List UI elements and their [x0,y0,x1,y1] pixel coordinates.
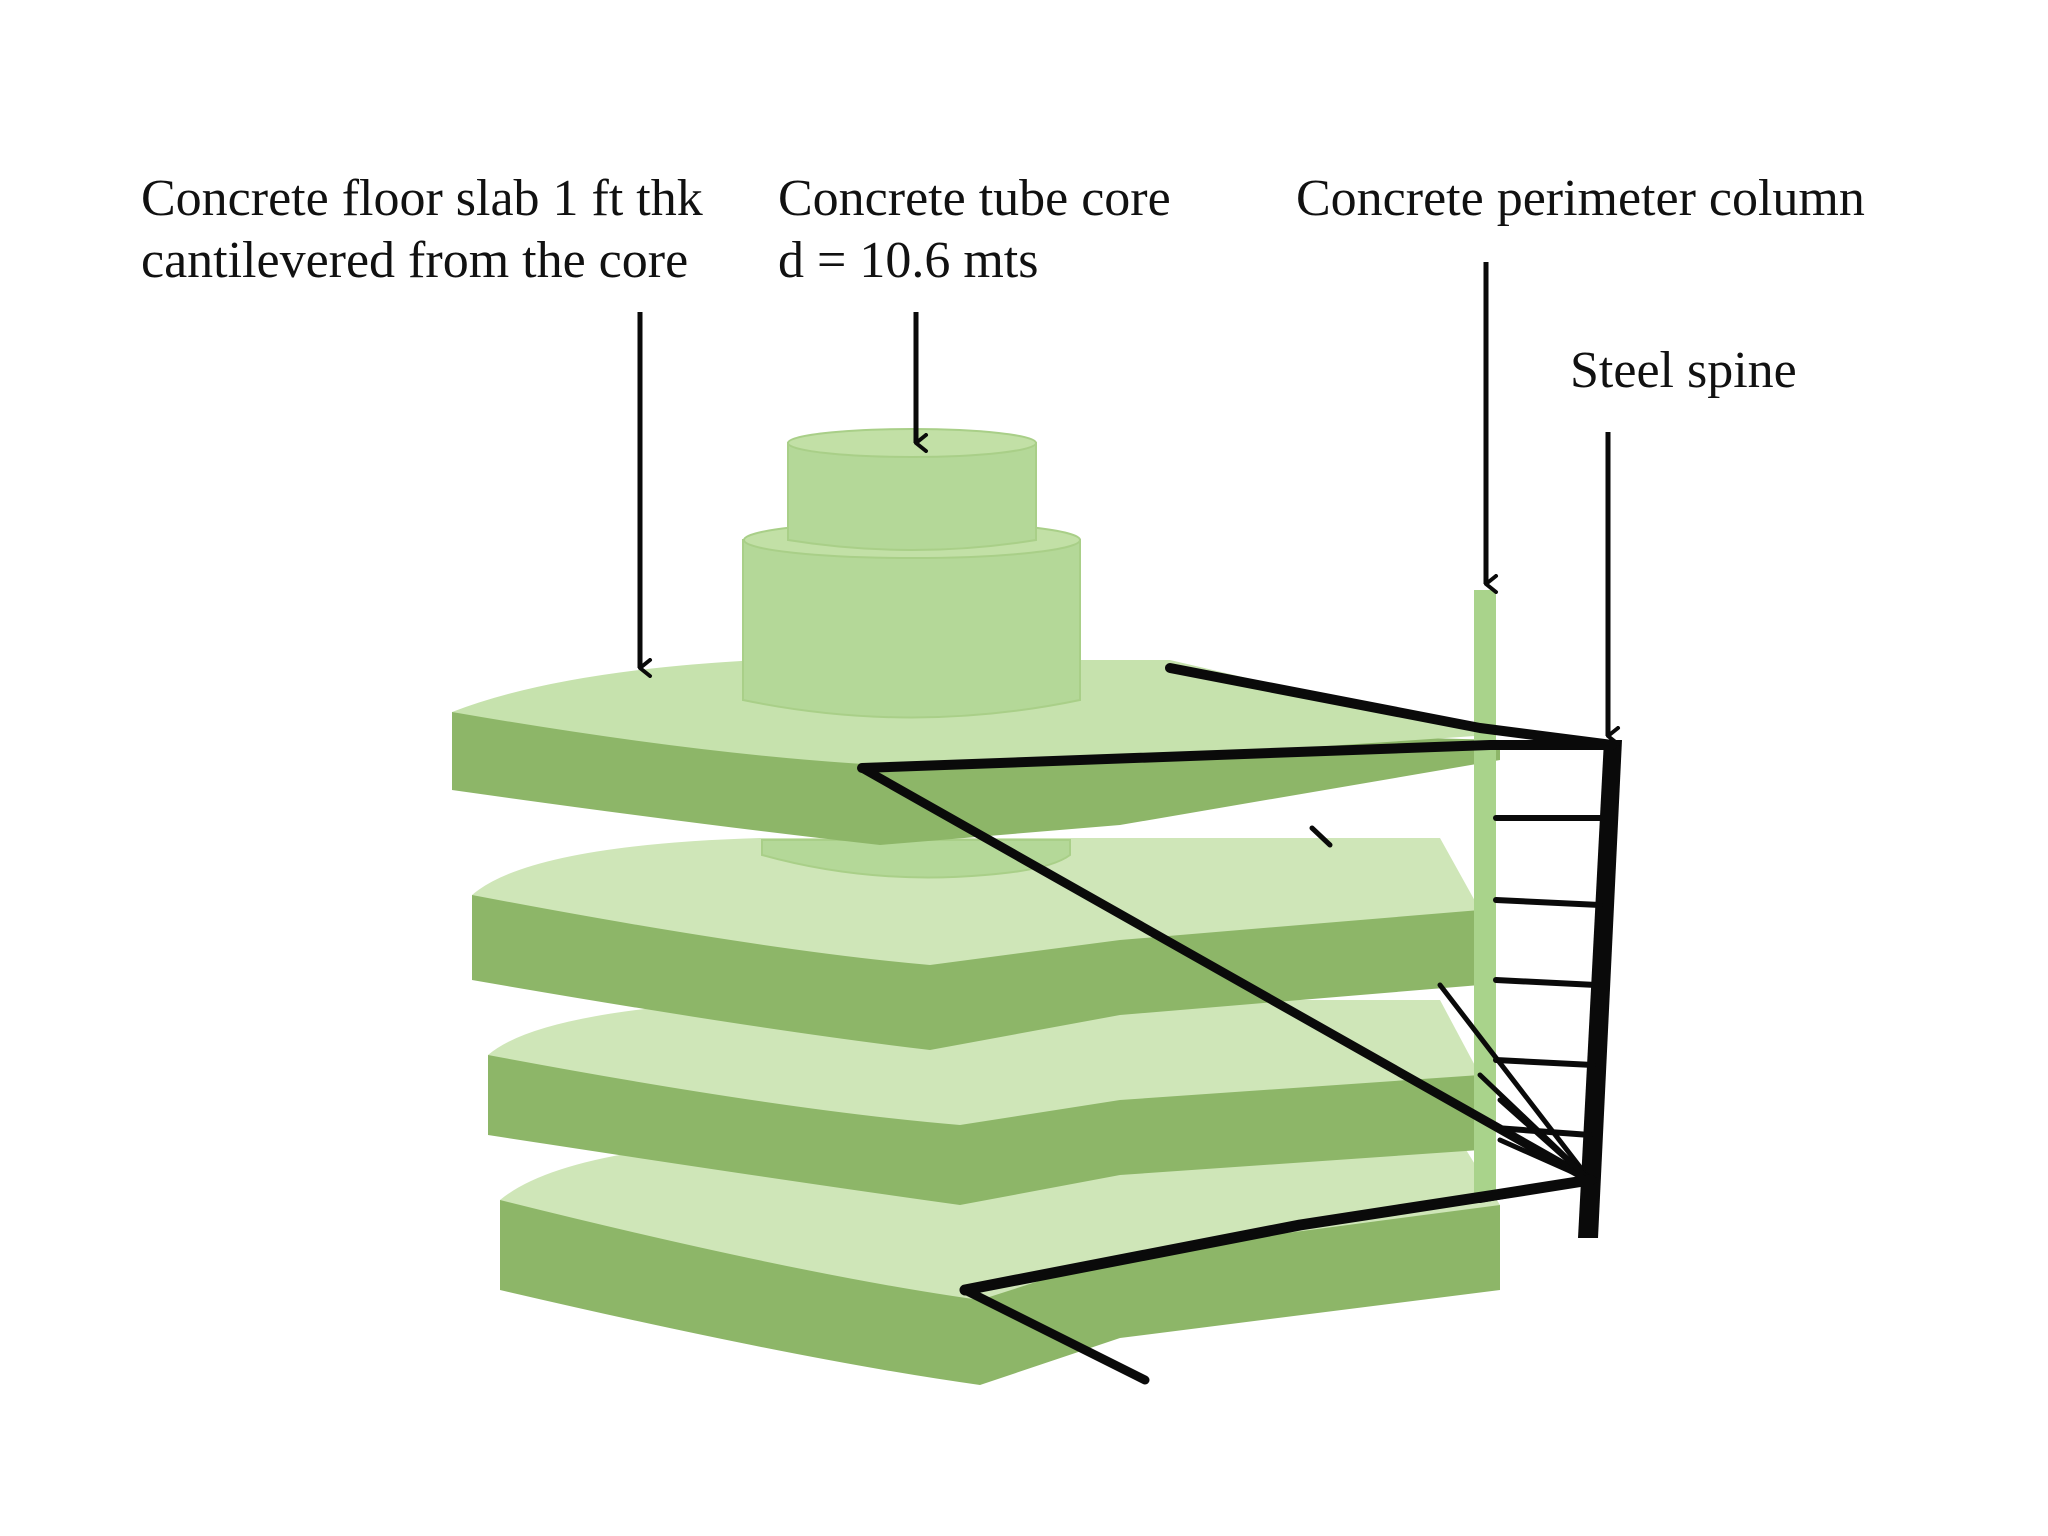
floor-slab-4-top [500,1140,1500,1300]
top-chord [1165,663,1617,750]
column-label: Concrete perimeter column [1296,168,1865,230]
concrete-tube-core [742,428,1081,719]
core-label-line1: Concrete tube core [778,170,1171,227]
concrete-perimeter-column [1474,590,1496,1195]
brace-e [1497,1137,1593,1183]
spine-label: Steel spine [1570,340,1797,402]
floor-slab-3-top [488,1000,1480,1125]
core-label: Concrete tube core d = 10.6 mts [778,168,1171,292]
slab-label-line1: Concrete floor slab 1 ft thk [141,170,703,227]
spine-rung-5 [1493,1125,1593,1138]
bottom-diagonal [960,1285,1150,1385]
perimeter-column-shaft [1474,590,1496,1195]
steel-spine-bracing [857,663,1622,1385]
brace-d [1497,1097,1593,1183]
floor-slab-4 [500,1140,1500,1385]
floor-slab-3 [488,1000,1480,1205]
floor-slab-2-top [472,838,1480,965]
brace-b [1437,982,1593,1183]
core-label-line2: d = 10.6 mts [778,232,1039,289]
top-cross-member [857,740,1617,773]
spine-rung-2 [1493,897,1603,908]
column-label-line1: Concrete perimeter column [1296,170,1865,227]
main-diagonal-brace [857,763,1595,1185]
spine-rung-4 [1493,1057,1596,1068]
slab-label-line2: cantilevered from the core [141,232,689,289]
spine-rung-3 [1493,977,1599,988]
slab-label: Concrete floor slab 1 ft thk cantilevere… [141,168,703,292]
spine-label-line1: Steel spine [1570,342,1797,399]
bottom-chord [959,1174,1596,1296]
core-lower-tier [742,539,1081,719]
steel-spine [1578,740,1622,1238]
core-upper-tier-top [787,428,1037,458]
floor-slab-2 [472,838,1480,1050]
core-lower-visible [761,839,1071,879]
leader-arrows [637,262,1620,746]
core-upper-tier [787,442,1037,551]
brace-a [1309,825,1333,848]
